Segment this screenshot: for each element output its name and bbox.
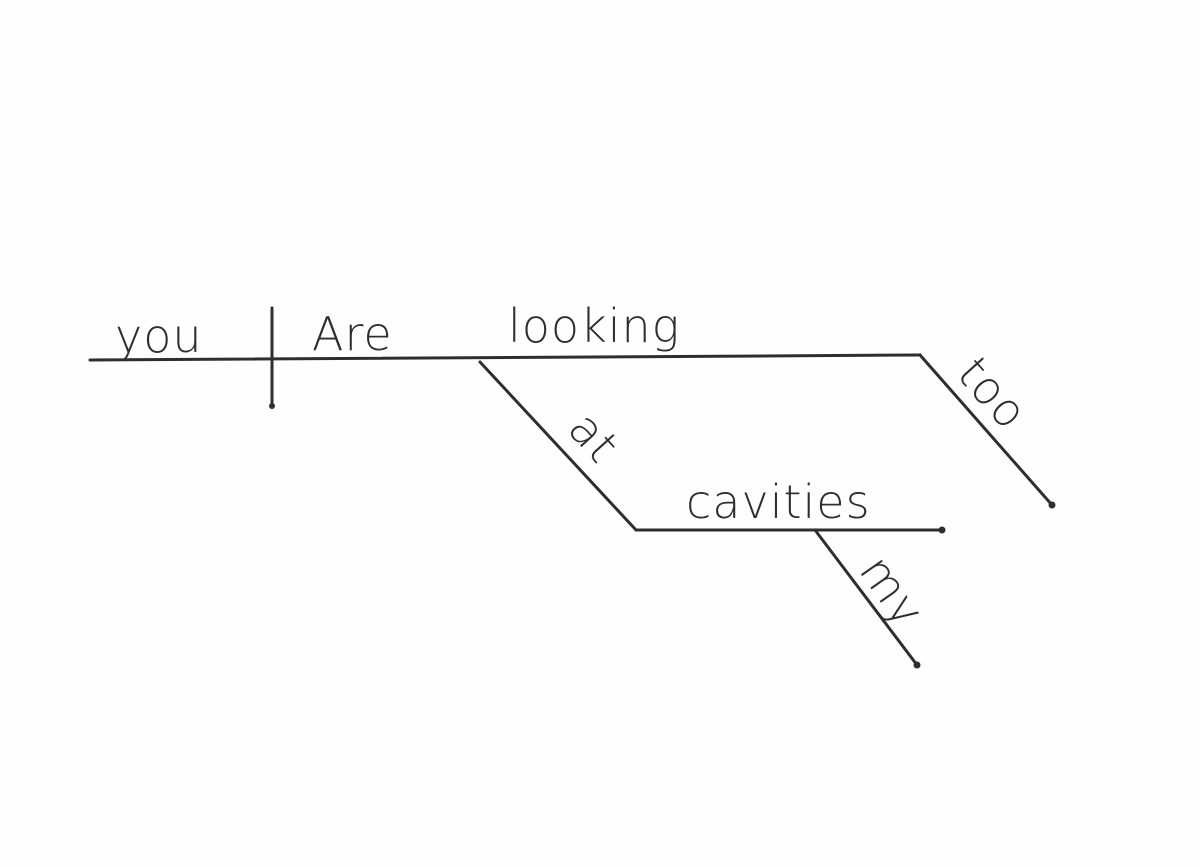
object-word: cavities xyxy=(686,475,871,529)
object-line-end-dot xyxy=(938,526,946,534)
divider-end-dot xyxy=(269,403,275,409)
verb-helper-word: Are xyxy=(312,307,393,361)
verb-word: looking xyxy=(508,299,680,353)
modifier-diagonal-line xyxy=(813,528,919,667)
baseline-line xyxy=(88,353,922,362)
modifier-word: my xyxy=(849,545,936,637)
preposition-word: at xyxy=(558,401,630,473)
adverb-diagonal-line xyxy=(918,353,1054,507)
adverb-word: too xyxy=(947,346,1039,440)
subject-word: you xyxy=(115,309,203,363)
adverb-line-end-dot xyxy=(1048,501,1056,509)
modifier-line-end-dot xyxy=(913,661,921,669)
preposition-diagonal-line xyxy=(478,360,638,532)
